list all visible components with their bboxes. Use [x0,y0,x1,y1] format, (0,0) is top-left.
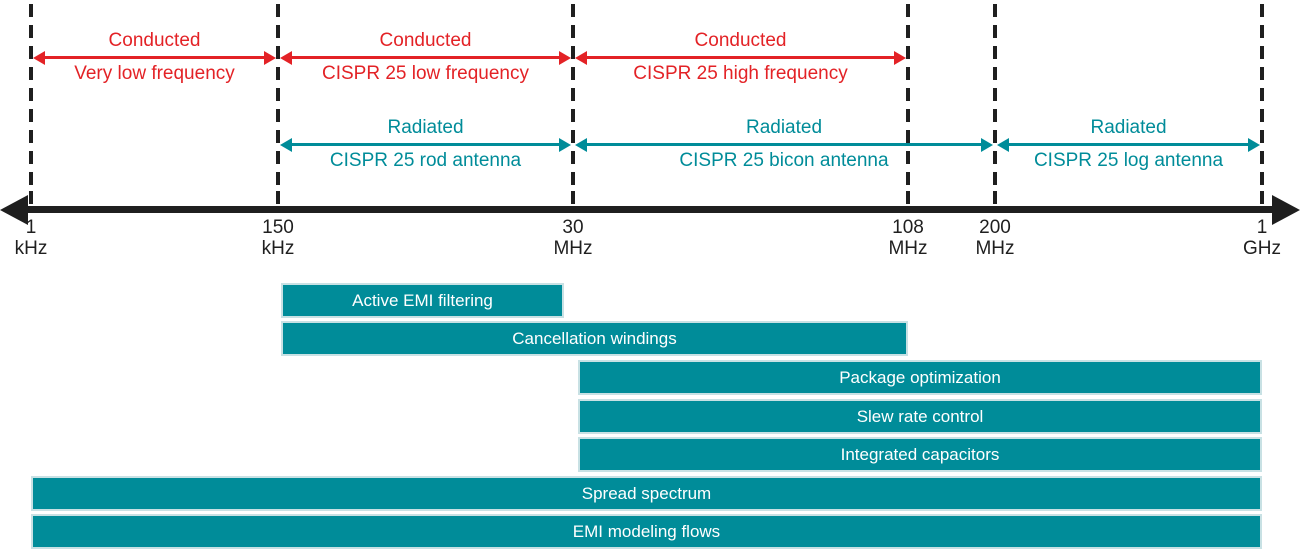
bar-spread-spectrum: Spread spectrum [31,476,1262,511]
tick-200mhz [993,191,997,204]
radiated-rod-antenna-range: Radiated CISPR 25 rod antenna [280,116,571,173]
range-label: CISPR 25 low frequency [322,63,529,84]
double-arrow-icon [292,56,559,59]
tick-108mhz [906,191,910,204]
range-label: Conducted [694,30,787,51]
range-label: CISPR 25 rod antenna [329,150,522,171]
axis-label-150khz: 150 kHz [261,217,295,259]
frequency-axis [12,206,1288,213]
range-label: Radiated [387,117,464,138]
bar-integrated-capacitors: Integrated capacitors [578,437,1262,472]
conducted-cispr25-high-range: Conducted CISPR 25 high frequency [575,29,906,86]
axis-label-30mhz: 30 MHz [553,217,593,259]
range-label: CISPR 25 bicon antenna [679,150,889,171]
bar-package-optimization: Package optimization [578,360,1262,395]
axis-arrowhead-right-icon [1272,195,1300,225]
double-arrow-icon [1009,143,1248,146]
conducted-vlf-range: Conducted Very low frequency [33,29,276,86]
axis-label-108mhz: 108 MHz [888,217,928,259]
range-label: CISPR 25 high frequency [633,63,848,84]
range-label: Very low frequency [74,63,235,84]
boundary-line-200mhz [993,4,997,204]
boundary-line-1ghz [1260,4,1264,204]
range-label: Radiated [745,117,823,138]
tick-150khz [276,191,280,204]
conducted-cispr25-low-range: Conducted CISPR 25 low frequency [280,29,571,86]
axis-label-200mhz: 200 MHz [975,217,1015,259]
range-label: Radiated [1090,117,1167,138]
radiated-log-antenna-range: Radiated CISPR 25 log antenna [997,116,1260,173]
tick-30mhz [571,191,575,204]
axis-label-1ghz: 1 GHz [1243,217,1281,259]
boundary-line-108mhz [906,4,910,204]
bar-cancellation-windings: Cancellation windings [281,321,908,356]
boundary-line-1khz [29,4,33,204]
boundary-line-30mhz [571,4,575,204]
bar-emi-modeling-flows: EMI modeling flows [31,514,1262,549]
radiated-bicon-antenna-range: Radiated CISPR 25 bicon antenna [575,116,993,173]
tick-1ghz [1260,191,1264,204]
double-arrow-icon [587,143,981,146]
axis-arrowhead-left-icon [0,195,28,225]
range-label: Conducted [108,30,201,51]
range-label: CISPR 25 log antenna [1033,150,1224,171]
range-label: Conducted [379,30,472,51]
boundary-line-150khz [276,4,280,204]
double-arrow-icon [292,143,559,146]
tick-1khz [29,191,33,204]
double-arrow-icon [587,56,894,59]
bar-slew-rate-control: Slew rate control [578,399,1262,434]
axis-label-1khz: 1 kHz [14,217,48,259]
double-arrow-icon [45,56,264,59]
bar-active-emi-filtering: Active EMI filtering [281,283,564,318]
